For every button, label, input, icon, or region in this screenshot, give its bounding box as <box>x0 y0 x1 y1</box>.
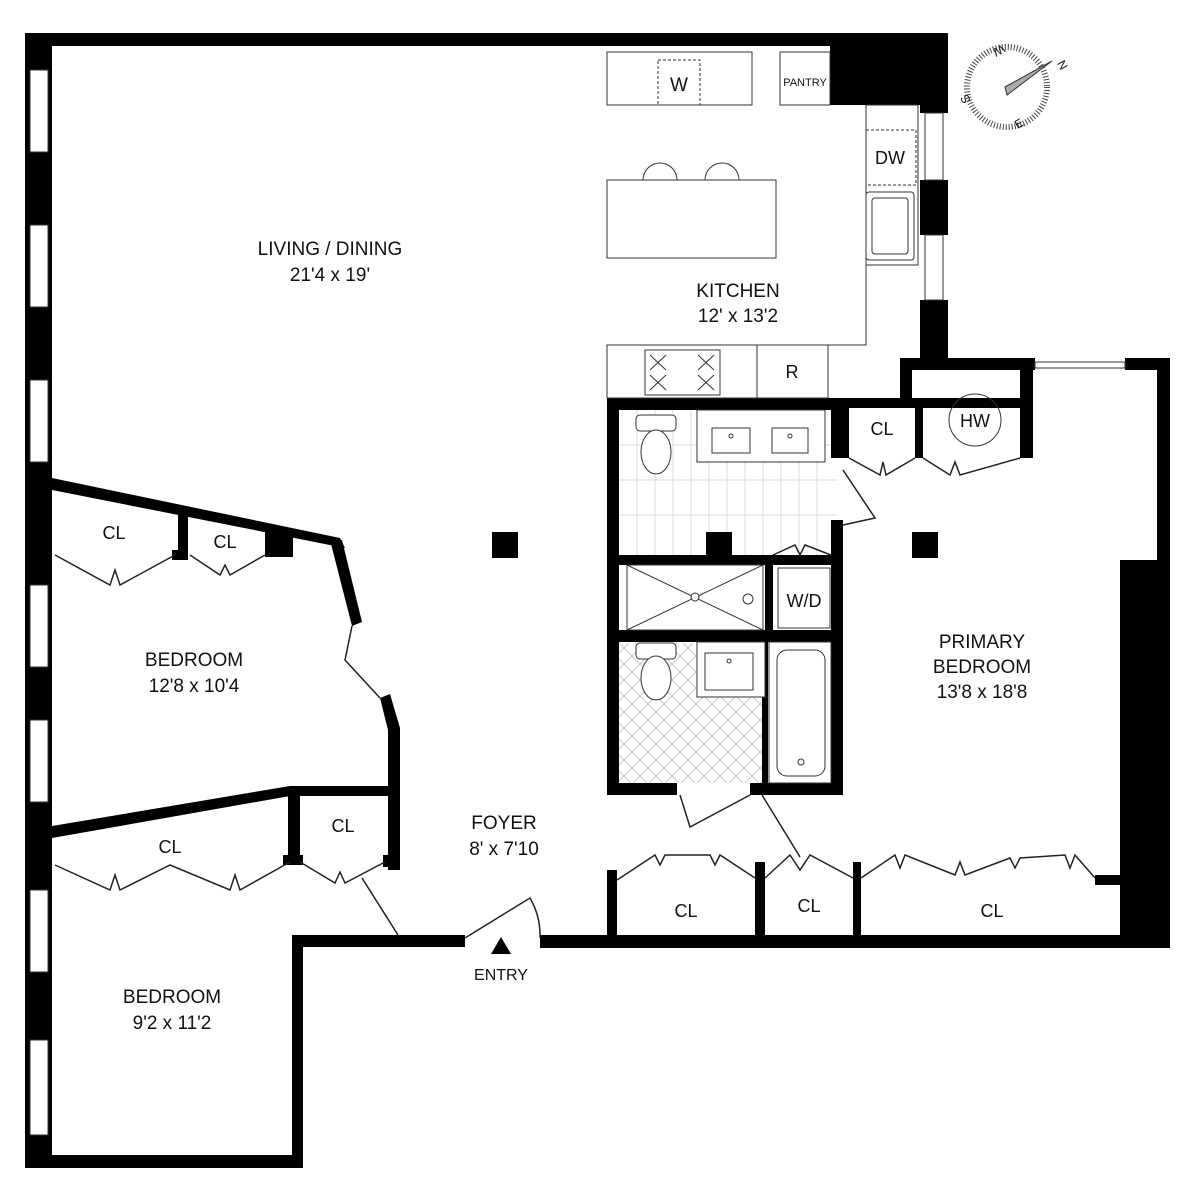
closet-label: CL <box>102 523 125 543</box>
foyer-dims: 8' x 7'10 <box>469 839 539 860</box>
closet-label: CL <box>870 419 893 439</box>
column <box>912 532 938 558</box>
compass-s: S <box>957 92 973 106</box>
compass: N E S W <box>957 42 1070 132</box>
primary-name-1: PRIMARY <box>939 632 1026 653</box>
washer-label: W <box>670 75 688 96</box>
entry-arrow-icon <box>491 937 511 954</box>
bath-fixtures <box>626 393 1002 784</box>
windows-left <box>29 69 1126 1136</box>
compass-needle-icon <box>1004 60 1053 96</box>
hot-water-label: HW <box>960 411 990 431</box>
closet-label: CL <box>158 837 181 857</box>
kitchen-name: KITCHEN <box>696 281 779 302</box>
wd-label: W/D <box>787 591 822 611</box>
living-dims: 21'4 x 19' <box>290 265 370 286</box>
closet-label: CL <box>797 896 820 916</box>
kitchen-fixtures <box>606 51 919 399</box>
living-name: LIVING / DINING <box>258 239 403 260</box>
entry-label: ENTRY <box>474 967 528 984</box>
bedroom1-dims: 12'8 x 10'4 <box>149 676 240 697</box>
bedroom1-walls <box>52 478 400 870</box>
bedroom2-name: BEDROOM <box>123 987 221 1008</box>
closet-label: CL <box>980 901 1003 921</box>
kitchen-dims: 12' x 13'2 <box>698 306 778 327</box>
closet-doors <box>54 457 1096 939</box>
closet-label: CL <box>331 816 354 836</box>
column <box>492 532 518 558</box>
closet-label: CL <box>674 901 697 921</box>
foyer-name: FOYER <box>471 813 536 834</box>
bedroom2-dims: 9'2 x 11'2 <box>133 1013 212 1034</box>
primary-dims: 13'8 x 18'8 <box>937 682 1028 703</box>
dishwasher-label: DW <box>875 148 905 168</box>
refrigerator-label: R <box>786 362 799 382</box>
column <box>706 532 732 558</box>
room-labels: LIVING / DINING 21'4 x 19' KITCHEN 12' x… <box>102 75 1031 1034</box>
closet-label: CL <box>213 532 236 552</box>
compass-n: N <box>1054 58 1070 73</box>
bedroom1-name: BEDROOM <box>145 650 243 671</box>
primary-name-2: BEDROOM <box>933 657 1031 678</box>
pantry-label: PANTRY <box>783 77 827 89</box>
